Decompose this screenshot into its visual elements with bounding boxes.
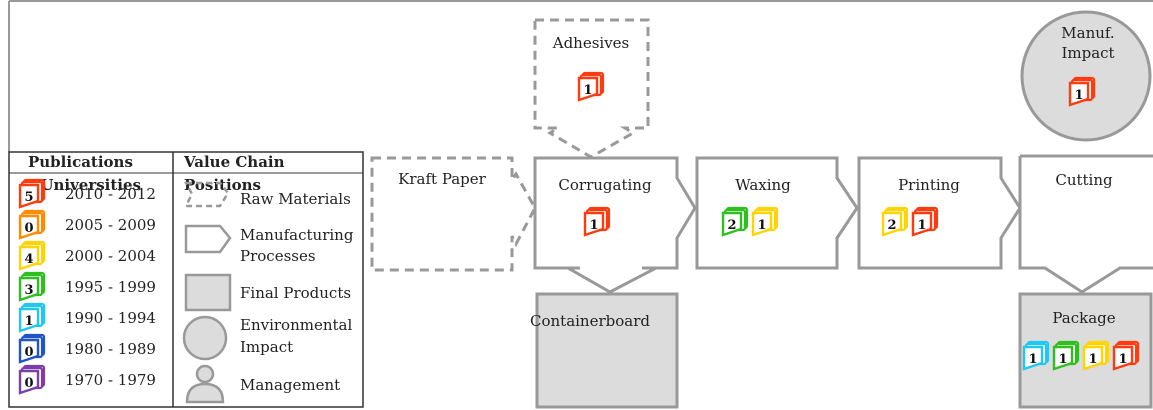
period-range: 2005 - 2009 <box>65 216 156 234</box>
cutting-shape <box>1018 154 1153 294</box>
period-range: 2000 - 2004 <box>65 247 156 265</box>
period-range: 2010 - 2012 <box>65 185 156 203</box>
publication-count: 1 <box>24 314 33 329</box>
manuf-impact-node: Manuf. Impact 1 <box>1020 10 1152 142</box>
package-badge: 1 <box>1022 340 1050 371</box>
cutting-node: Cutting <box>1018 154 1153 294</box>
publication-count: 1 <box>757 218 766 233</box>
package-badge: 1 <box>1112 340 1140 371</box>
package-badge: 1 <box>1082 340 1110 371</box>
publication-count: 2 <box>727 218 736 233</box>
package-node: Package 1 1 1 1 <box>1018 292 1153 409</box>
manufacturing-legend: Manufacturing Processes <box>184 224 354 265</box>
final-products-label: Final Products <box>240 284 351 302</box>
containerboard-label: Containerboard <box>530 312 650 330</box>
publications-header-line2: w/Universities <box>21 176 141 194</box>
period-range: 1990 - 1994 <box>65 309 156 327</box>
publication-count: 1 <box>1118 352 1127 367</box>
publication-count: 1 <box>1058 352 1067 367</box>
publication-count: 0 <box>24 376 33 391</box>
period-badge: 1 <box>18 302 46 333</box>
waxing-badge: 2 <box>721 206 749 237</box>
period-range: 1980 - 1989 <box>65 340 156 358</box>
legend-periods: 5 2010 - 2012 0 2005 - 2009 4 2000 - 2004 3 199… <box>18 178 156 395</box>
publication-count: 1 <box>589 218 598 233</box>
corrugating-badge: 1 <box>583 206 611 237</box>
publication-count: 0 <box>24 221 33 236</box>
raw-materials-legend: Raw Materials <box>183 181 351 208</box>
manuf-impact-badge: 1 <box>1068 76 1096 107</box>
cutting-label: Cutting <box>1055 171 1113 189</box>
period-badge: 4 <box>18 240 46 271</box>
manuf-impact-label-line2: Impact <box>1061 44 1114 62</box>
period-badge: 5 <box>18 178 46 209</box>
containerboard-shape <box>535 292 679 409</box>
corrugating-shape <box>533 156 697 294</box>
period-range: 1995 - 1999 <box>65 278 156 296</box>
publication-count: 1 <box>1074 88 1083 103</box>
publication-count: 1 <box>917 218 926 233</box>
manuf-impact-label-line1: Manuf. <box>1061 24 1114 42</box>
kraft-paper-node: Kraft Paper <box>370 156 537 272</box>
printing-label: Printing <box>898 176 960 194</box>
period-badge: 0 <box>18 364 46 395</box>
package-label: Package <box>1052 309 1115 327</box>
raw-materials-shape-icon <box>183 181 230 208</box>
containerboard-node: Containerboard <box>530 292 679 409</box>
corrugating-badges: 1 <box>583 206 611 237</box>
manuf-impact-badges: 1 <box>1068 76 1096 107</box>
adhesives-shape <box>533 18 650 159</box>
environmental-legend: Environmental Impact <box>182 315 352 361</box>
period-badge: 3 <box>18 271 46 302</box>
printing-badge: 1 <box>911 206 939 237</box>
publication-count: 1 <box>1028 352 1037 367</box>
person-icon <box>185 364 225 404</box>
manuf-impact-shape <box>1020 10 1152 142</box>
kraft-paper-label: Kraft Paper <box>398 170 487 188</box>
positions-header-line2: Positions <box>184 176 261 194</box>
publication-count: 0 <box>24 345 33 360</box>
environmental-label-line1: Environmental <box>240 316 352 334</box>
publication-count: 2 <box>887 218 896 233</box>
publication-count: 4 <box>24 252 33 267</box>
printing-badge: 2 <box>881 206 909 237</box>
legend: Publications w/Universities Value Chain … <box>8 151 364 408</box>
publications-header-line1: Publications <box>28 153 133 171</box>
publication-count: 5 <box>24 190 33 205</box>
adhesives-label: Adhesives <box>552 34 630 52</box>
manufacturing-label-line2: Processes <box>240 247 316 265</box>
publication-count: 1 <box>1088 352 1097 367</box>
raw-materials-label: Raw Materials <box>240 190 351 208</box>
period-range: 1970 - 1979 <box>65 371 156 389</box>
publication-count: 3 <box>24 283 33 298</box>
period-badge: 0 <box>18 209 46 240</box>
environmental-impact-shape-icon <box>182 315 228 361</box>
management-label: Management <box>240 376 340 394</box>
printing-shape <box>857 156 1022 270</box>
adhesives-badge: 1 <box>577 71 605 102</box>
environmental-label-line2: Impact <box>240 338 293 356</box>
publication-count: 1 <box>583 83 592 98</box>
kraft-paper-shape <box>370 156 537 272</box>
corrugating-label: Corrugating <box>558 176 652 194</box>
waxing-label: Waxing <box>735 176 791 194</box>
adhesives-badges: 1 <box>577 71 605 102</box>
manufacturing-label-line1: Manufacturing <box>240 226 354 244</box>
management-legend: Management <box>185 364 340 404</box>
package-badge: 1 <box>1052 340 1080 371</box>
final-products-shape-icon <box>184 273 232 312</box>
adhesives-node: Adhesives 1 <box>533 18 650 159</box>
manufacturing-shape-icon <box>184 224 232 254</box>
period-badge: 0 <box>18 333 46 364</box>
positions-header-line1: Value Chain <box>183 153 285 171</box>
package-badges: 1 1 1 1 <box>1022 340 1140 371</box>
waxing-badge: 1 <box>751 206 779 237</box>
corrugating-node: Corrugating 1 <box>533 156 697 294</box>
final-products-legend: Final Products <box>184 273 351 312</box>
